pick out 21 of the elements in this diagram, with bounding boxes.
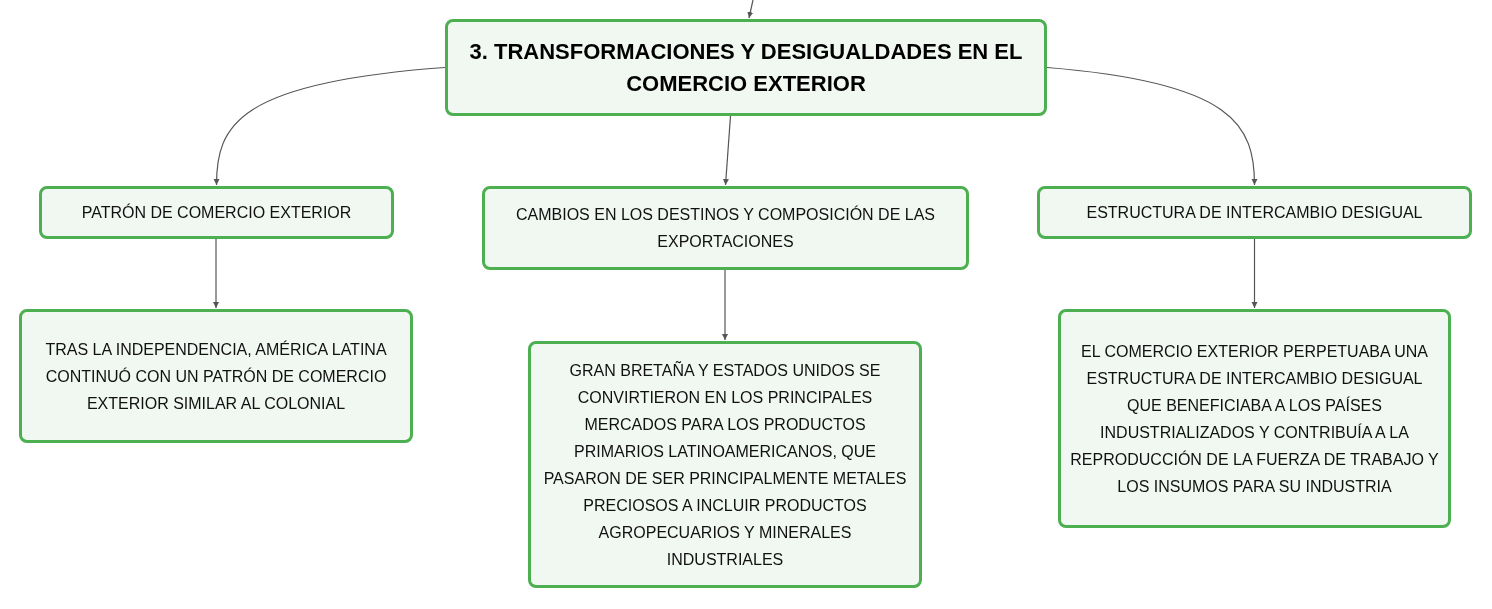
connector-arrow [1046,66,1258,186]
concept-box [482,186,969,270]
concept-text: EL COMERCIO EXTERIOR PERPETUABA UNA ESTRUCTURA DE INTERCAMBIO DESIGUAL QUE BENEFICIABA A LOS PAÍSES INDUSTRIALIZADOS Y CONTRIBUÍA A LA REPRODUCCIÓN DE LA FUERZA DE TRABAJO Y LOS INSUMOS PARA SU INDUSTRIA [1069,341,1440,497]
concept-text: ESTRUCTURA DE INTERCAMBIO DESIGUAL [1086,203,1423,223]
connector-arrow [213,66,446,186]
concept-box [19,309,413,443]
topic-box [445,19,1047,116]
concept-box [39,186,394,239]
concept-text: CAMBIOS EN LOS DESTINOS Y COMPOSICIÓN DE LAS EXPORTACIONES [514,204,937,252]
concept-text: TRAS LA INDEPENDENCIA, AMÉRICA LATINA CONTINUÓ CON UN PATRÓN DE COMERCIO EXTERIOR SIMILAR AL COLONIAL [44,339,388,414]
concept-text: PATRÓN DE COMERCIO EXTERIOR [81,202,352,223]
topic-title: 3. TRANSFORMACIONES Y DESIGUALDADES EN EL COMERCIO EXTERIOR [468,37,1024,98]
connector-arrow [747,0,754,19]
connector-arrow [1251,238,1258,309]
concept-box [528,341,922,588]
connector-arrow [213,238,219,309]
connector-arrow [722,115,732,186]
connector-arrow [722,269,728,341]
concept-text: GRAN BRETAÑA Y ESTADOS UNIDOS SE CONVIRTIERON EN LOS PRINCIPALES MERCADOS PARA LOS PRODUCTOS PRIMARIOS LATINOAMERICANOS, QUE PASARON DE SER PRINCIPALMENTE METALES PRECIOSOS A INCLUIR PRODUCTOS AGROPECUARIOS Y MINERALES INDUSTRIALES [542,360,908,570]
concept-box [1037,186,1472,239]
concept-box [1058,309,1451,528]
